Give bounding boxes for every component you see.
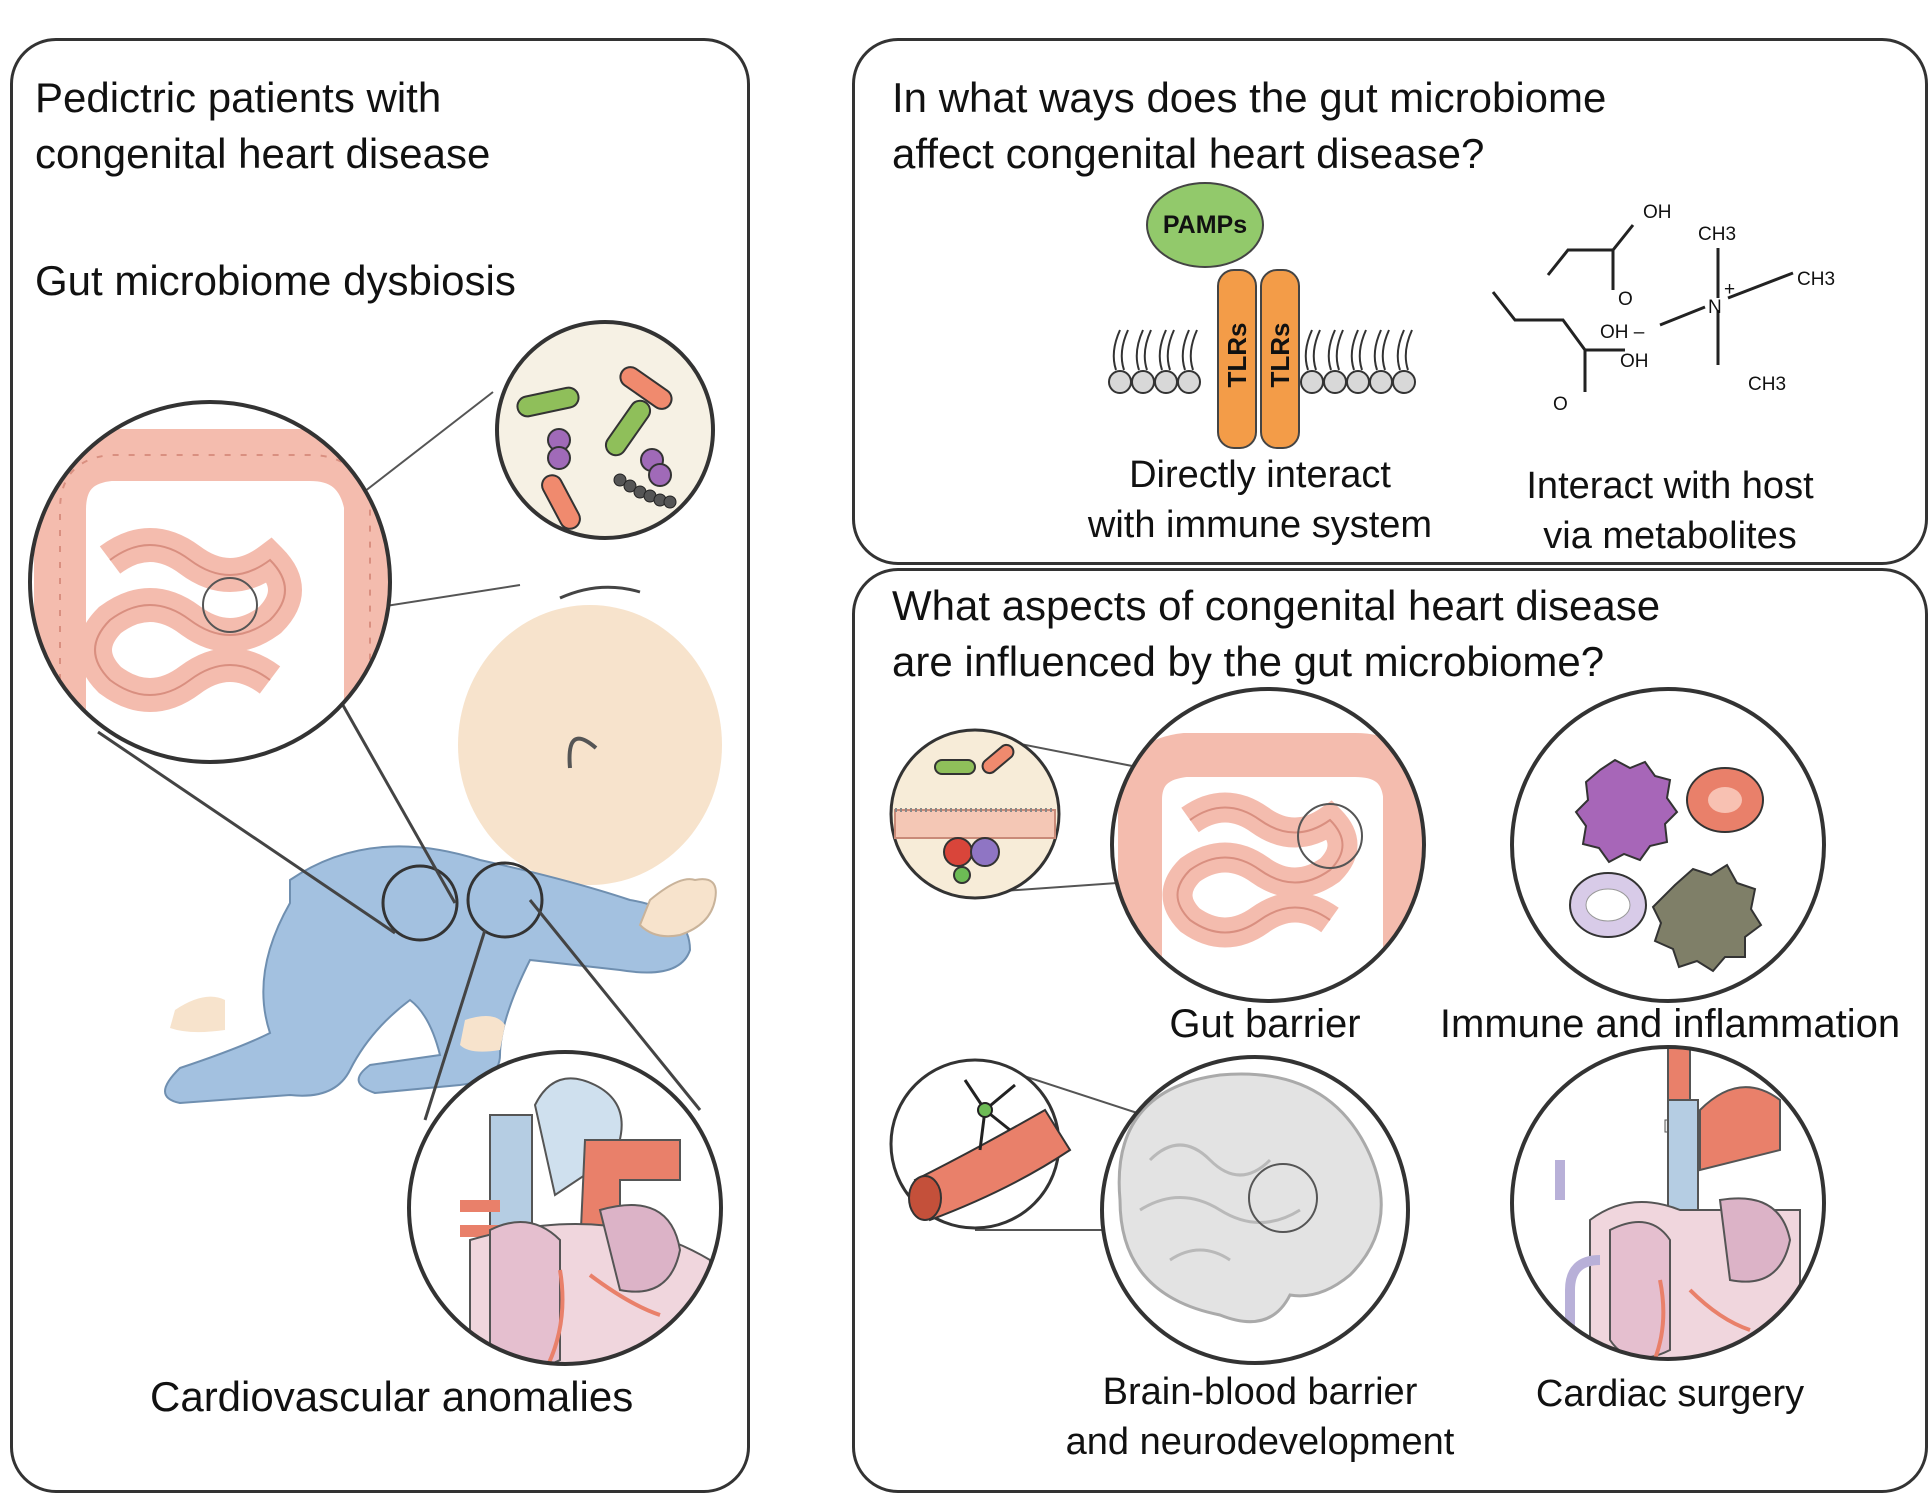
chem-o-1: O: [1618, 289, 1633, 310]
chem-n: N: [1708, 297, 1722, 318]
bottom-question-line2: are influenced by the gut microbiome?: [892, 638, 1605, 685]
left-panel: [10, 38, 750, 1493]
cardiac-surgery-circle: [1510, 1045, 1826, 1361]
chem-ch3-right: CH3: [1797, 269, 1835, 290]
cardiac-surgery-label: Cardiac surgery: [1535, 1373, 1805, 1415]
tlr-receptor-2: [1260, 269, 1300, 449]
gut-barrier-label: Gut barrier: [1169, 1002, 1361, 1046]
immune-cells-circle: [1510, 687, 1826, 1003]
intestine-zoom-circle-right: [1110, 687, 1426, 1003]
heart-zoom-circle-left: [407, 1050, 723, 1366]
brain-zoom-circle: [1100, 1055, 1410, 1365]
baby-illustration: [164, 585, 722, 1105]
lipid-bilayer: [1108, 370, 1416, 394]
baby-hair: [559, 585, 641, 600]
macrophage-cell: [1651, 863, 1763, 973]
top-question-line1: In what ways does the gut microbiome: [892, 74, 1607, 121]
chem-ch3-top: CH3: [1698, 224, 1736, 245]
brain-label-line2: and neurodevelopment: [1065, 1421, 1455, 1463]
tlr-label-1: TLRs: [1222, 323, 1252, 388]
chem-oh-1: OH: [1643, 202, 1672, 223]
chem-oh-2: OH: [1620, 351, 1649, 372]
body-zoom-heart: [466, 861, 544, 939]
tlr-label-2: TLRs: [1265, 323, 1295, 388]
baby-hand: [638, 878, 717, 938]
chem-ch3-bottom: CH3: [1748, 374, 1786, 395]
metabolite-structures: [1491, 224, 1794, 392]
membrane-tlr-illustration: [1108, 182, 1416, 449]
baby-ear: [567, 736, 598, 769]
zoom-lines-body: [97, 699, 702, 1121]
pamps-blob: [1146, 182, 1264, 268]
left-title-line1: Pedictric patients with: [35, 74, 442, 121]
bottom-question-line1: What aspects of congenital heart disease: [892, 582, 1661, 629]
chem-o-2: O: [1553, 394, 1568, 415]
granulocyte-cell: [1574, 758, 1679, 864]
cardiovascular-label: Cardiovascular anomalies: [150, 1373, 634, 1420]
body-zoom-gut: [381, 864, 459, 942]
epithelium-zoom-circle: [889, 728, 1331, 900]
chem-plus: +: [1724, 279, 1735, 300]
baby-foot-left: [170, 996, 225, 1033]
metabolite-caption-line1: Interact with host: [1526, 465, 1814, 507]
top-right-panel: [852, 38, 1928, 565]
baby-foot-right: [460, 1016, 505, 1052]
intestine-zoom-circle: [28, 400, 392, 764]
chem-oh-ion: OH –: [1600, 322, 1645, 343]
baby-onesie: [164, 845, 692, 1105]
dysbiosis-label: Gut microbiome dysbiosis: [35, 257, 516, 304]
immune-caption-line2: with immune system: [1087, 504, 1433, 546]
metabolite-caption-line2: via metabolites: [1543, 515, 1797, 557]
top-question-line2: affect congenital heart disease?: [892, 130, 1485, 177]
bottom-right-panel: [852, 568, 1928, 1493]
bacteria-zoom-circle: [495, 320, 715, 540]
pamps-label: PAMPs: [1163, 211, 1247, 239]
immune-inflammation-label: Immune and inflammation: [1439, 1002, 1901, 1046]
immune-caption-line1: Directly interact: [1129, 454, 1391, 496]
brain-label-line1: Brain-blood barrier: [1102, 1371, 1418, 1413]
tlr-receptor-1: [1217, 269, 1257, 449]
left-title-line2: congenital heart disease: [35, 130, 491, 177]
